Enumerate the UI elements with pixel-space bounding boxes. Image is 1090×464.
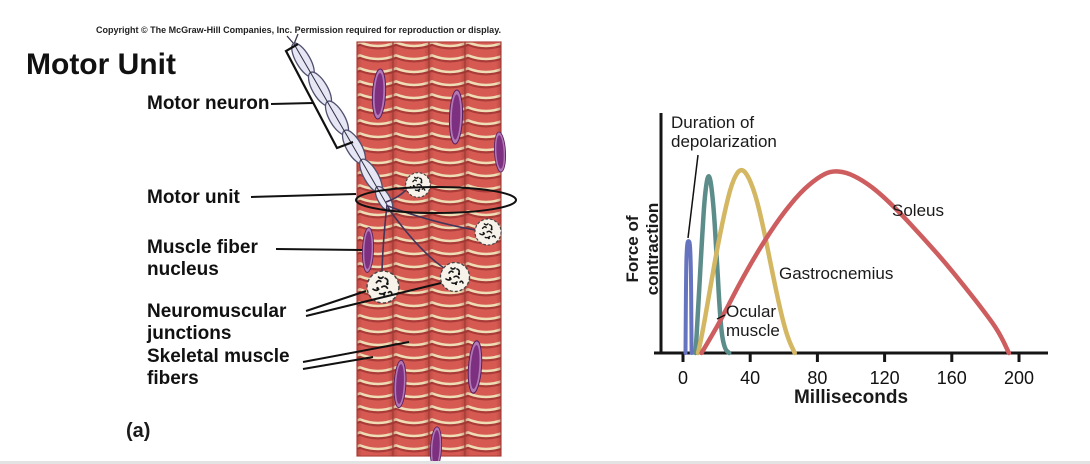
x-axis-tick-label: 40 [740,368,760,388]
x-axis-tick-label: 80 [807,368,827,388]
curve-label-gastrocnemius: Gastrocnemius [779,264,894,283]
label-neuromuscular-junctions: Neuromuscular junctions [147,301,287,345]
motor-unit-ellipse [355,186,517,214]
x-axis-title: Milliseconds [793,387,909,408]
label-motor-unit: Motor unit [147,187,240,208]
y-axis-title: Force of contraction [623,202,662,296]
label-skeletal-muscle-fibers: Skeletal muscle fibers [147,346,290,390]
chart-curves [683,167,1012,356]
x-axis-tick-label: 200 [1004,368,1034,388]
curve-soleus [699,169,1012,356]
slide-title: Motor Unit [26,48,176,81]
annotation-duration-of-depolarization: Duration of depolarization [671,113,777,152]
motor-neuron-art [286,33,476,272]
force-contraction-chart: 0 40 80 120 160 200 [654,113,1048,388]
curve-duration-of-depolarization [683,239,694,355]
curve-ocular-muscle [693,174,732,356]
label-muscle-fiber-nucleus: Muscle fiber nucleus [147,237,258,281]
motor-neuron-bracket [284,43,354,150]
copyright-notice: Copyright © The McGraw-Hill Companies, I… [96,25,502,35]
x-axis-ticks: 0 40 80 120 160 200 [678,353,1034,388]
chart-axes [654,113,1048,355]
curve-gastrocnemius [695,167,797,356]
x-axis-tick-label: 0 [678,368,688,388]
axon-branches [381,189,476,272]
curve-label-ocular-muscle: Ocular muscle [726,302,780,341]
label-motor-neuron: Motor neuron [147,93,270,114]
curve-label-soleus: Soleus [892,201,944,220]
slide-bottom-edge [0,461,1090,464]
panel-label: (a) [126,420,151,442]
ocular-muscle-pointer-dash [716,314,726,320]
diagram-pointer-lines [250,102,442,370]
x-axis-tick-label: 120 [870,368,900,388]
x-axis-tick-label: 160 [937,368,967,388]
duration-annotation-pointer-line [687,154,699,239]
